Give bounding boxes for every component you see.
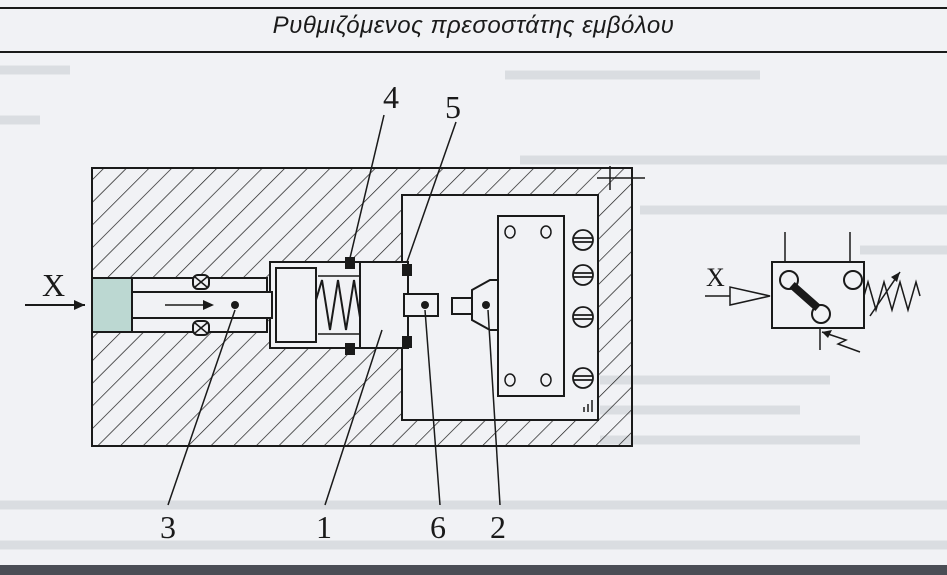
symbol-x-label: X xyxy=(706,263,725,292)
ground-icon xyxy=(583,400,593,412)
background-text-lines xyxy=(0,65,947,550)
pressure-switch-symbol xyxy=(705,232,921,353)
figure-caption: Ρυθμιζόμενος πρεσοστάτης εμβόλου xyxy=(272,12,675,39)
terminal-screws xyxy=(572,229,594,389)
label-part-3: 3 xyxy=(160,509,176,545)
label-part-1: 1 xyxy=(316,509,332,545)
input-x-label: X xyxy=(42,267,65,303)
seal-4-top xyxy=(345,257,355,269)
piston-head xyxy=(275,267,317,343)
leader-lines xyxy=(167,114,501,506)
label-part-2: 2 xyxy=(490,509,506,545)
micro-switch xyxy=(451,215,565,397)
footer-band xyxy=(0,565,947,575)
label-part-5: 5 xyxy=(445,89,461,125)
rod-seals xyxy=(192,274,210,336)
label-part-6: 6 xyxy=(430,509,446,545)
input-x-arrow xyxy=(25,300,85,310)
label-part-4: 4 xyxy=(383,79,399,115)
input-port xyxy=(91,277,133,333)
plunger xyxy=(403,293,439,317)
push-rod xyxy=(131,291,273,319)
seal-4-bottom xyxy=(345,343,355,355)
